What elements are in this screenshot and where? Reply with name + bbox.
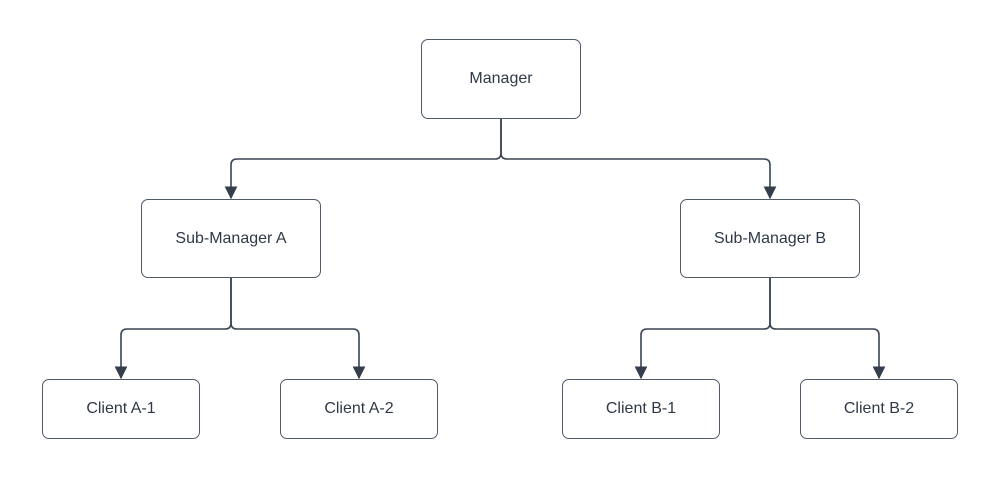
diagram-node-manager[interactable]: Manager <box>421 39 581 119</box>
diagram-node-client-b1[interactable]: Client B-1 <box>562 379 720 439</box>
edge-sub-a-to-client-a2 <box>230 278 366 380</box>
node-label-client-b2: Client B-2 <box>843 400 915 418</box>
node-label-manager: Manager <box>469 70 533 88</box>
diagram-node-sub-a[interactable]: Sub-Manager A <box>141 199 321 278</box>
diagram-node-client-b2[interactable]: Client B-2 <box>800 379 958 439</box>
node-label-sub-a: Sub-Manager A <box>175 229 287 247</box>
edge-sub-b-to-client-b1 <box>634 278 771 380</box>
edge-manager-to-sub-a <box>224 119 502 200</box>
diagram-node-client-a1[interactable]: Client A-1 <box>42 379 200 439</box>
edge-sub-b-to-client-b2 <box>769 278 886 380</box>
edge-sub-a-to-client-a1 <box>114 278 232 380</box>
node-label-client-a1: Client A-1 <box>86 400 156 418</box>
diagram-node-sub-b[interactable]: Sub-Manager B <box>680 199 860 278</box>
node-label-client-b1: Client B-1 <box>605 400 677 418</box>
node-label-sub-b: Sub-Manager B <box>713 229 827 247</box>
node-label-client-a2: Client A-2 <box>324 400 394 418</box>
edge-manager-to-sub-b <box>500 119 777 200</box>
diagram-node-client-a2[interactable]: Client A-2 <box>280 379 438 439</box>
